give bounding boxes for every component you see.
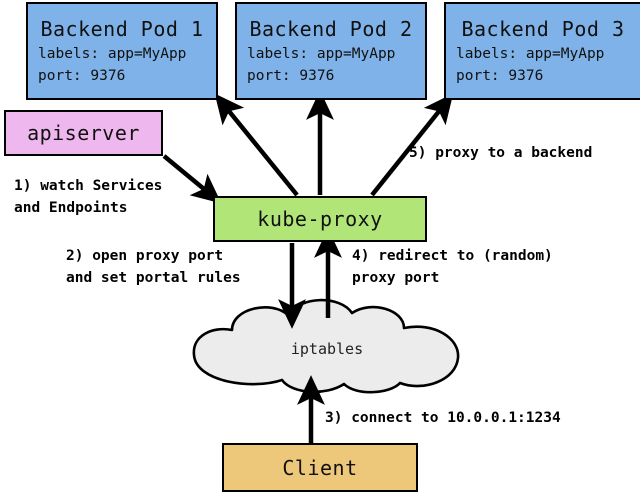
- kube-proxy-label: kube-proxy: [257, 207, 383, 231]
- arrow-kubeproxy-to-pod1: [214, 93, 299, 197]
- iptables-cloud: [192, 298, 460, 394]
- apiserver-label: apiserver: [27, 121, 140, 145]
- backend-pod-1-port: port: 9376: [38, 67, 126, 84]
- step-5-label: 5) proxy to a backend: [409, 145, 593, 161]
- backend-pod-1-box[interactable]: Backend Pod 1 labels: app=MyApp port: 93…: [26, 2, 218, 100]
- backend-pod-1-title: Backend Pod 1: [40, 17, 204, 42]
- backend-pod-1-labels: labels: app=MyApp: [38, 46, 187, 63]
- apiserver-box[interactable]: apiserver: [4, 110, 163, 156]
- backend-pod-3-labels: labels: app=MyApp: [456, 46, 605, 63]
- backend-pod-3-port: port: 9376: [456, 67, 544, 84]
- arrow-apiserver-to-kubeproxy: [162, 154, 222, 204]
- backend-pod-2-box[interactable]: Backend Pod 2 labels: app=MyApp port: 93…: [235, 2, 427, 100]
- step-4-label: 4) redirect to (random) proxy port: [352, 248, 553, 286]
- kube-proxy-box[interactable]: kube-proxy: [213, 196, 427, 242]
- step-2-label: 2) open proxy port and set portal rules: [66, 248, 241, 286]
- backend-pod-2-port: port: 9376: [247, 67, 335, 84]
- step-3-label: 3) connect to 10.0.0.1:1234: [325, 410, 561, 426]
- backend-pod-3-box[interactable]: Backend Pod 3 labels: app=MyApp port: 93…: [444, 2, 640, 100]
- step-1-label: 1) watch Services and Endpoints: [14, 178, 163, 216]
- client-box[interactable]: Client: [222, 443, 418, 492]
- arrow-kubeproxy-to-pod3: [370, 93, 454, 197]
- backend-pod-3-title: Backend Pod 3: [461, 17, 625, 42]
- backend-pod-2-title: Backend Pod 2: [249, 17, 413, 42]
- client-label: Client: [282, 455, 358, 480]
- backend-pod-2-labels: labels: app=MyApp: [247, 46, 396, 63]
